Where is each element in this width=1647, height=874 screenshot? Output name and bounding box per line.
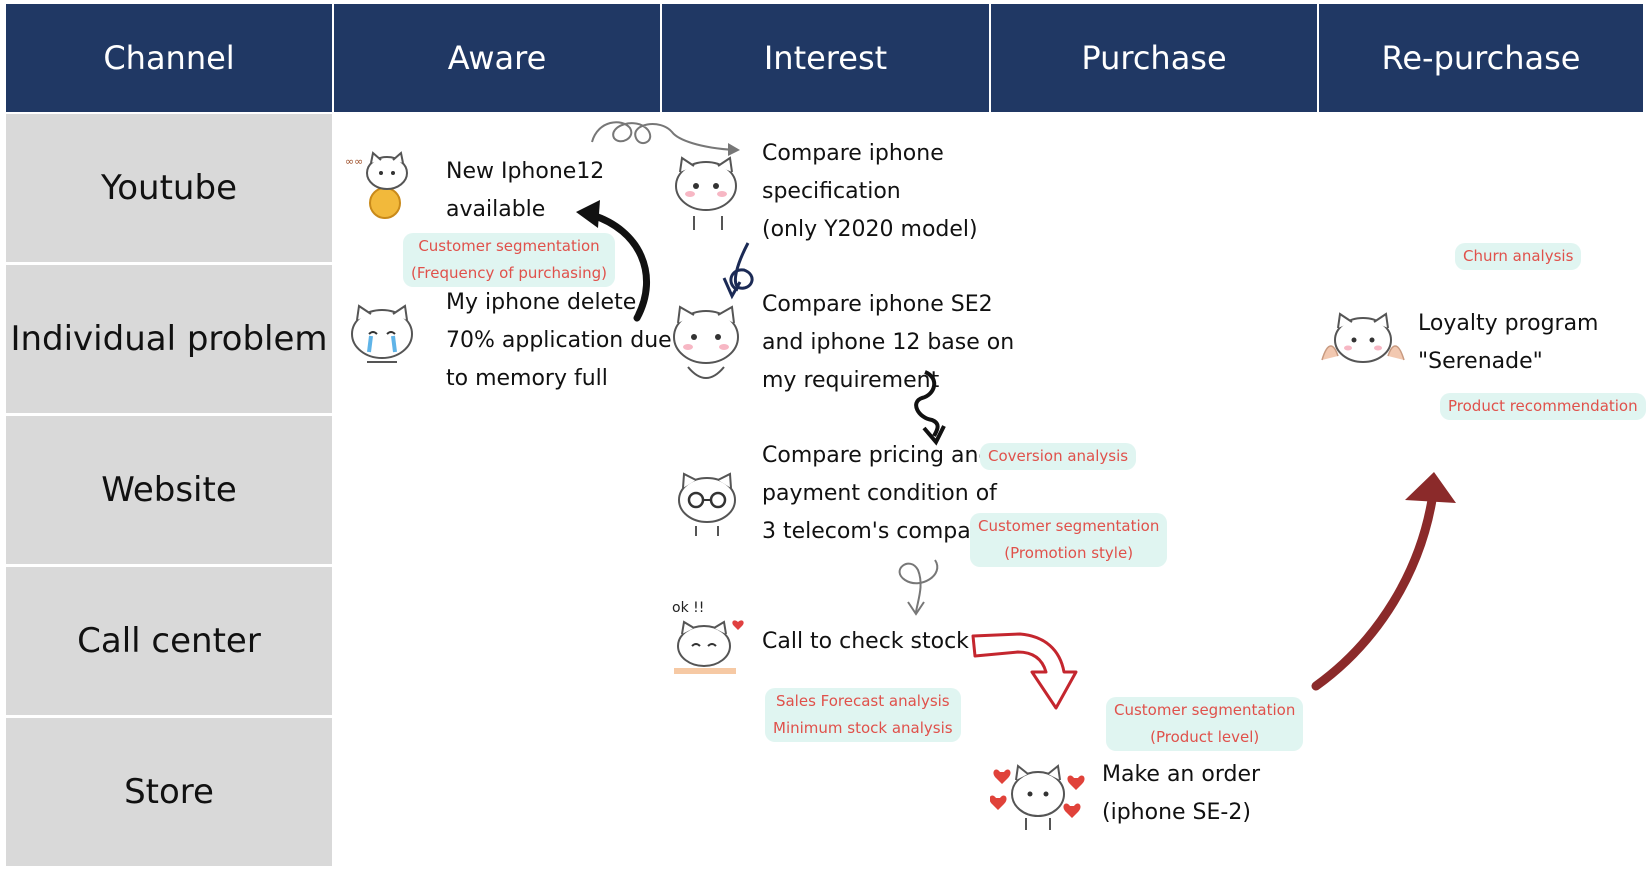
cat-crying-icon: [351, 304, 413, 363]
big-red-curved-arrow: [1311, 495, 1437, 691]
svg-text:∞∞: ∞∞: [345, 155, 363, 168]
header-channel: Channel: [6, 4, 332, 112]
black-squiggle: [914, 370, 940, 437]
cat-ok-icon: [674, 620, 744, 674]
grey-loop-arrow-head: [907, 601, 925, 616]
cat-thinking-icon: [675, 156, 737, 230]
tag-customer-segmentation-promotion: Customer segmentation (Promotion style): [970, 513, 1168, 567]
cat-sitting-icon: [673, 305, 739, 379]
grey-loop-arrow: [898, 559, 939, 613]
loop-arrow-head: [728, 143, 740, 156]
step-compare-se2: Compare iphone SE2 and iphone 12 base on…: [762, 292, 1015, 393]
channel-youtube: Youtube: [6, 114, 332, 262]
tag-sales-forecast: Sales Forecast analysis Minimum stock an…: [765, 688, 961, 742]
cat-loyalty-icon: [1321, 312, 1405, 363]
step-new-iphone: New Iphone12 available: [446, 159, 605, 222]
channel-individual-problem: Individual problem: [6, 265, 332, 413]
channel-store: Store: [6, 718, 332, 866]
big-red-curved-arrow-head: [1405, 472, 1456, 503]
navy-squiggle: [729, 242, 754, 292]
channel-call-center: Call center: [6, 567, 332, 715]
sticker-ok-text: ok !!: [672, 600, 705, 616]
header-aware: Aware: [334, 4, 660, 112]
tag-customer-segmentation-frequency: Customer segmentation (Frequency of purc…: [403, 233, 616, 287]
black-curved-arrow: [588, 211, 650, 322]
step-make-order: Make an order (iphone SE-2): [1102, 762, 1261, 825]
black-squiggle-head: [922, 425, 946, 446]
header-purchase: Purchase: [991, 4, 1317, 112]
tag-customer-segmentation-product: Customer segmentation (Product level): [1106, 697, 1304, 751]
step-loyalty-program: Loyalty program "Serenade": [1418, 311, 1599, 374]
step-call-stock: Call to check stock: [762, 629, 969, 654]
loop-arrow: [591, 121, 736, 151]
channel-website: Website: [6, 416, 332, 564]
step-iphone-delete: My iphone delete 70% application due to …: [446, 290, 672, 391]
tag-coversion-analysis: Coversion analysis: [980, 443, 1137, 470]
tag-product-recommendation: Product recommendation: [1440, 393, 1646, 420]
step-compare-spec: Compare iphone specification (only Y2020…: [762, 141, 978, 242]
cat-ball-icon: ∞∞: [345, 151, 408, 219]
navy-squiggle-head: [722, 277, 742, 300]
cat-hearts-icon: [990, 764, 1085, 830]
cat-glasses-icon: [678, 472, 736, 536]
black-curved-arrow-head: [576, 200, 600, 228]
red-bent-arrow: [971, 632, 1078, 710]
tag-churn-analysis: Churn analysis: [1455, 243, 1582, 270]
header-interest: Interest: [662, 4, 989, 112]
header-repurchase: Re-purchase: [1319, 4, 1643, 112]
step-compare-pricing: Compare pricing and payment condition of…: [762, 443, 998, 544]
